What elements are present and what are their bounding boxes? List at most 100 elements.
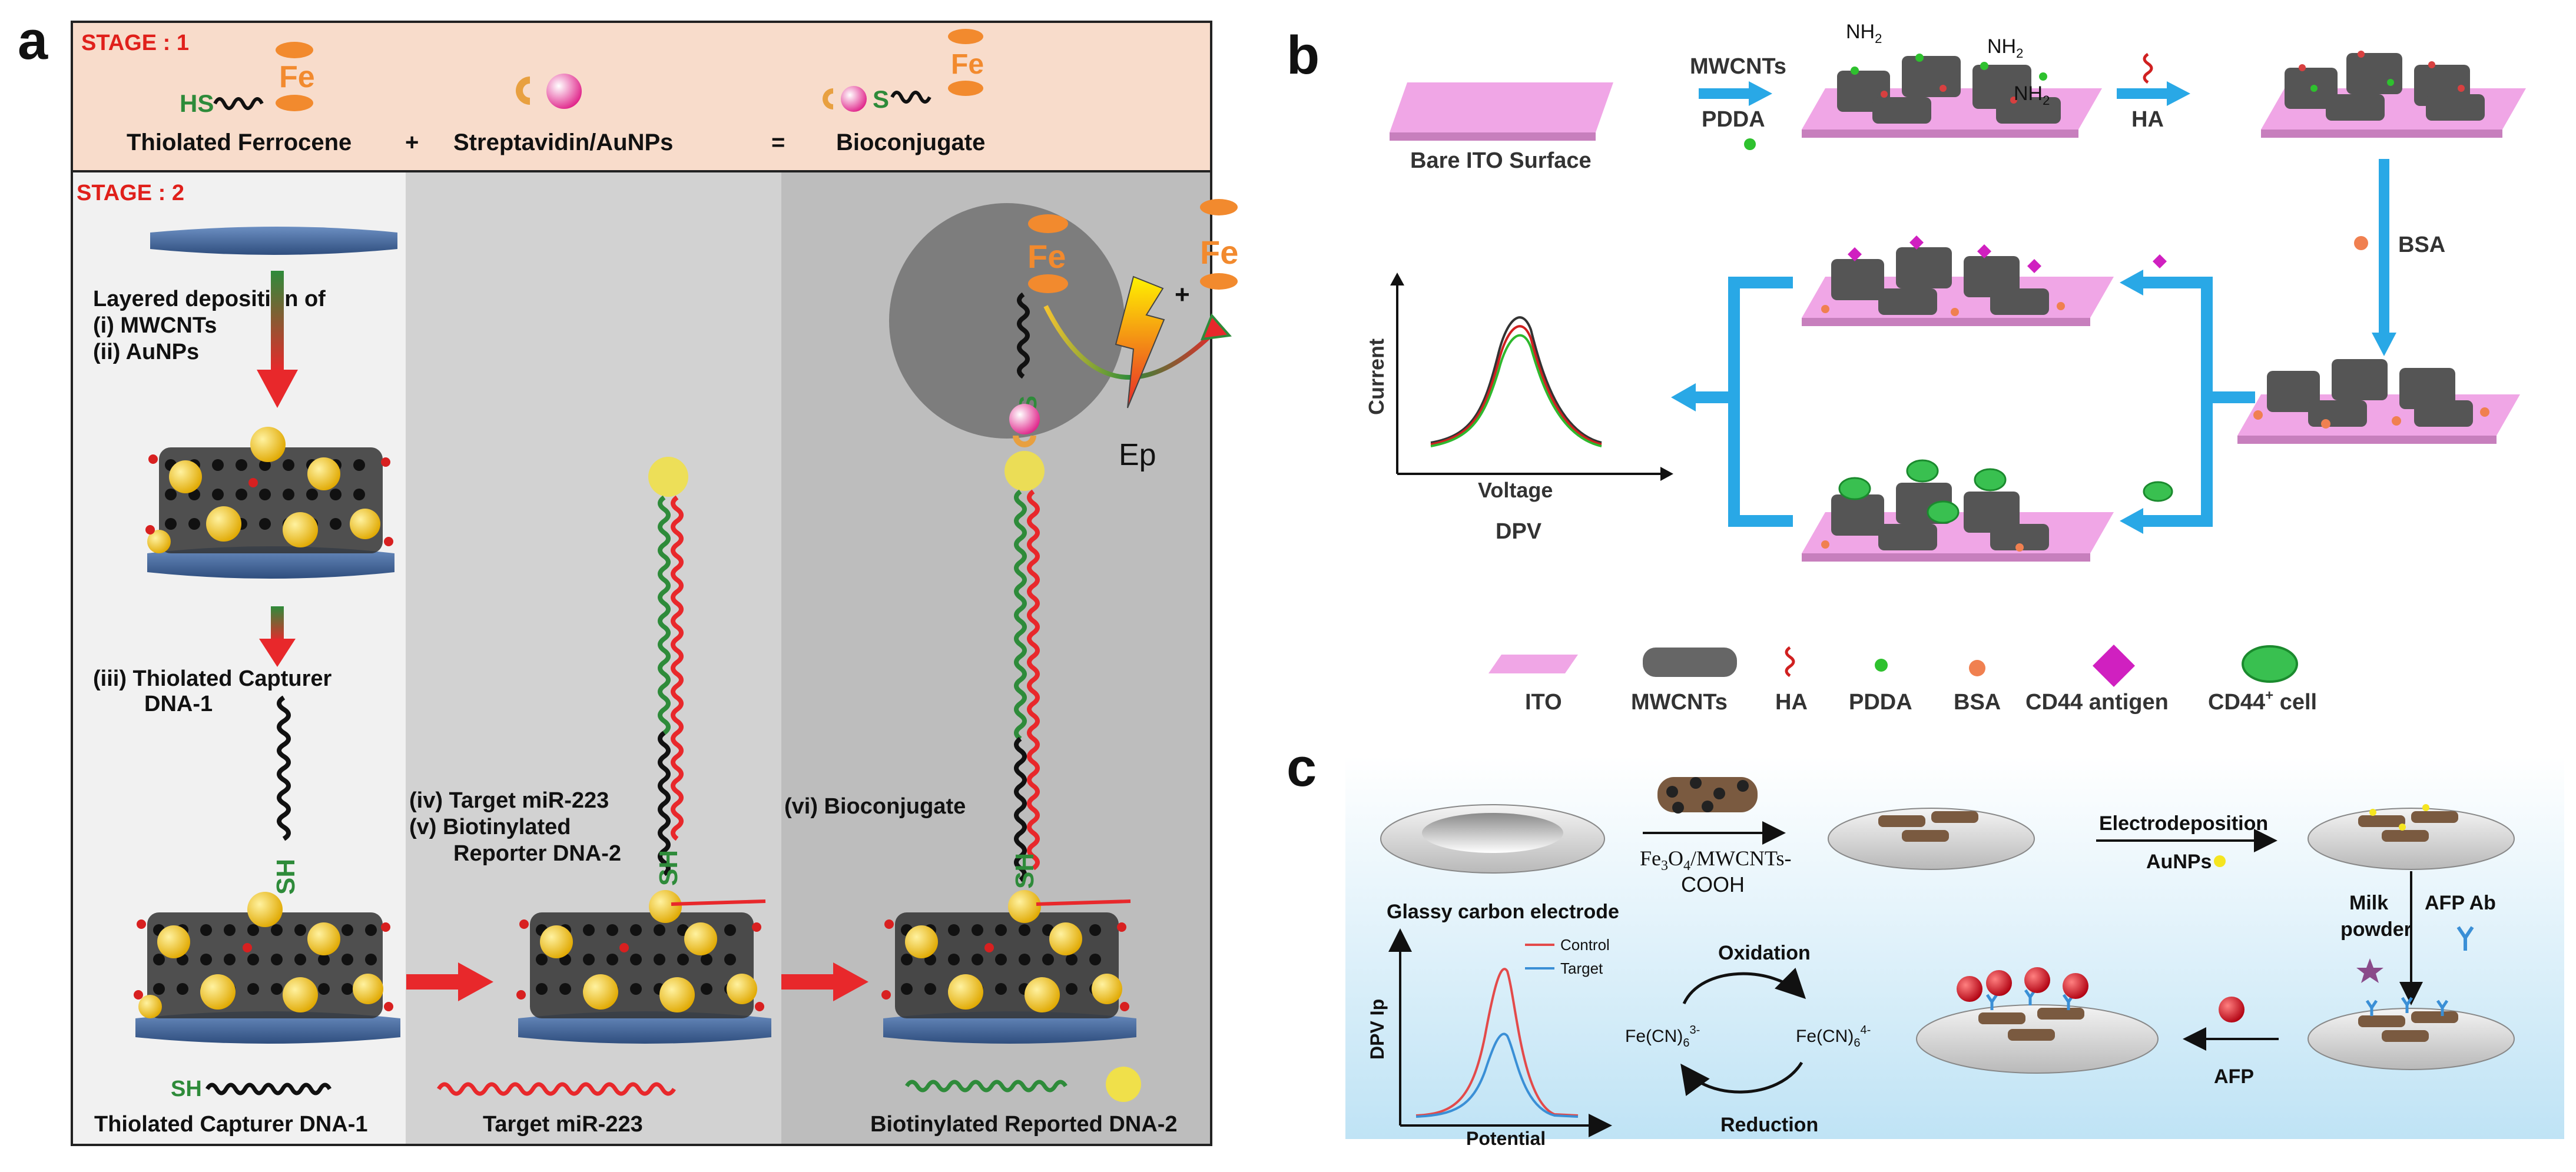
bare-ito-label: Bare ITO Surface [1410, 148, 1592, 173]
aunps-label: AuNPs [2146, 851, 2212, 873]
svg-text:NH2: NH2 [2014, 82, 2050, 108]
panel-c: c Fe3O4/MWCNTs- COOH Electrodeposition A… [1287, 738, 2564, 1149]
hybridized-dna-col3 [1014, 489, 1040, 882]
biotin-col3 [1004, 451, 1045, 491]
ferrocene-bound: Fe [1027, 214, 1068, 293]
svg-text:Fe: Fe [279, 60, 315, 94]
bsa-dot-icon [2354, 236, 2368, 250]
sh-label-col1: SH [271, 859, 300, 895]
dpv-ip-axis-label: DPV Ip [1367, 999, 1388, 1060]
dpv-chart-b: Current Voltage DPV [1364, 273, 1673, 544]
bioconjugate-icon: S Fe [823, 29, 984, 113]
dpv-chart-c: Glassy carbon electrode Control Target D… [1367, 901, 1619, 1149]
layered-deposition-text-2: (i) MWCNTs [93, 313, 217, 338]
legend-target-strand [437, 1082, 676, 1096]
legend-b: ITO MWCNTs HA PDDA BSA CD44 antigen CD44… [1488, 645, 2317, 715]
panel-a-letter: a [18, 11, 48, 71]
legend-ha-icon [1785, 646, 1795, 678]
electrochemical-zoom-circle [889, 203, 1125, 439]
panel-a: a STAGE : 1 HS Fe Thiolated Ferrocene + … [18, 11, 1238, 1146]
ep-label: Ep [1119, 438, 1156, 472]
ito-slab-ha [2261, 51, 2526, 138]
legend-pdda-label: PDDA [1849, 690, 1912, 715]
legend-reporter-strand [905, 1080, 1067, 1093]
legend-ito-label: ITO [1525, 690, 1562, 715]
streptavidin-aunp-icon [516, 74, 582, 109]
hybridized-dna-col2 [658, 495, 684, 876]
deposition-arrow [257, 271, 298, 408]
target-text-1: (iv) Target miR-223 [409, 788, 609, 813]
stage1-label: STAGE : 1 [81, 31, 189, 55]
legend-target-label: Target miR-223 [483, 1112, 643, 1137]
streptavidin-aunp-bound [1009, 404, 1040, 434]
panel-b-letter: b [1287, 25, 1320, 85]
svg-text:Fe: Fe [1200, 234, 1238, 271]
svg-text:+: + [1175, 280, 1190, 309]
svg-text:S: S [873, 85, 889, 113]
ito-slab-antigen [1802, 235, 2114, 326]
legend-pdda-icon [1875, 659, 1888, 672]
equals-sign: = [771, 130, 785, 155]
oxidation-reaction: + Fe Ep [1043, 199, 1238, 472]
afp-label: AFP [2214, 1065, 2254, 1088]
plus-sign: + [405, 130, 419, 155]
flow-bracket [1671, 270, 2255, 534]
current-axis-label: Current [1364, 338, 1388, 415]
ferrocene-tether [1017, 292, 1030, 379]
bioconjugate-step-label: (vi) Bioconjugate [784, 794, 966, 819]
stage2-label: STAGE : 2 [77, 181, 184, 205]
stage-arrow-2 [781, 962, 868, 1001]
capturer-text-1: (iii) Thiolated Capturer [93, 666, 332, 691]
arrow-b-2 [2117, 81, 2190, 106]
mwcnt-aunp-electrode-4 [881, 890, 1136, 1044]
gce-label: Glassy carbon electrode [1387, 901, 1619, 923]
legend-antigen-icon [2093, 645, 2135, 687]
fecn4-label: Fe(CN)64- [1796, 1024, 1871, 1050]
pdda-dot-icon [1744, 138, 1756, 150]
legend-sh: SH [171, 1077, 202, 1101]
legend-bsa-label: BSA [1954, 690, 2001, 715]
sh-label-col2: SH [654, 850, 683, 886]
voltage-axis-label: Voltage [1478, 478, 1553, 502]
fecn3-label: Fe(CN)63- [1625, 1024, 1700, 1050]
target-text-3: Reporter DNA-2 [453, 841, 621, 866]
dish-aunp [2308, 804, 2515, 870]
milk-star-icon [2356, 958, 2383, 983]
ferrocene-linker [213, 97, 264, 110]
stage-arrow-1 [406, 962, 493, 1001]
legend-mwcnt-icon [1643, 648, 1737, 677]
dish-afp-bound [1916, 967, 2159, 1074]
oxidation-label: Oxidation [1718, 942, 1811, 964]
streptavidin-label: Streptavidin/AuNPs [453, 130, 673, 155]
arrow-b-1 [1699, 81, 1772, 106]
fe3o4-mwcnt-icon [1657, 777, 1758, 814]
mwcnt-aunp-electrode-3 [516, 890, 771, 1044]
ferrocene-icon: Fe [276, 42, 315, 111]
hs-label: HS [180, 89, 214, 117]
legend-capturer-strand [205, 1083, 332, 1095]
ha-icon [2143, 52, 2153, 84]
mwcnt-aunp-electrode-1 [145, 427, 394, 579]
arrow-b-3 [2372, 159, 2396, 356]
legend-capturer-label: Thiolated Capturer DNA-1 [94, 1112, 367, 1137]
dish-mwcnt [1828, 808, 2035, 870]
lightning-bolt-icon [1115, 275, 1165, 409]
panel-c-letter: c [1287, 738, 1317, 798]
nh2-labels: NH2 NH2 NH2 [1846, 21, 2050, 108]
dpv-c-control-curve [1415, 968, 1579, 1117]
cell-free-icon [2143, 481, 2173, 502]
dpv-curve-red [1430, 325, 1602, 446]
stage1-band [73, 23, 1210, 171]
mwcnts-step-label: MWCNTs [1690, 54, 1786, 79]
biotin-col2 [648, 457, 688, 497]
legend-biotin [1106, 1067, 1141, 1102]
ito-slab-mwcnt [1802, 54, 2102, 138]
bare-electrode [150, 227, 397, 255]
reduction-label: Reduction [1720, 1114, 1818, 1136]
target-legend-label: Target [1560, 959, 1603, 977]
bioconjugate-label: Bioconjugate [836, 130, 985, 155]
legend-ha-label: HA [1775, 690, 1808, 715]
dpv-curve-black [1430, 316, 1602, 444]
antigen-free-icon [2153, 254, 2167, 268]
aunp-dot-icon [2214, 855, 2226, 867]
